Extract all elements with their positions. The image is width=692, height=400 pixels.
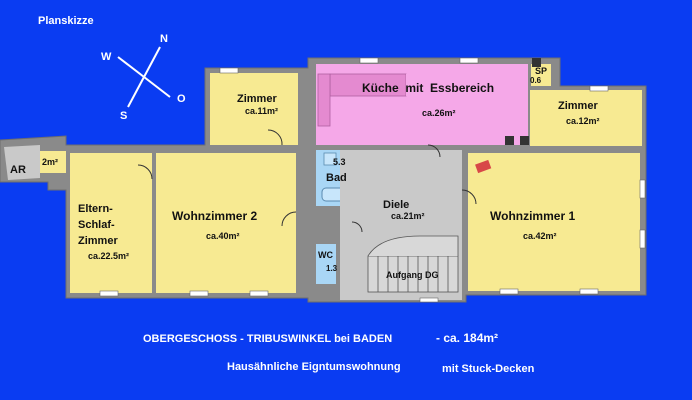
caption-line2a: Hausähnliche Eigntumswohnung xyxy=(227,361,401,373)
label-wohn2: Wohnzimmer 2 xyxy=(172,209,258,223)
label-sp-area: 0.6 xyxy=(530,76,542,85)
room-wohn1 xyxy=(468,153,640,291)
label-zimmer-right-area: ca.12m² xyxy=(566,116,600,126)
room-zimmer-right xyxy=(530,90,642,146)
label-wohn1: Wohnzimmer 1 xyxy=(490,209,576,223)
compass-rose xyxy=(117,46,171,108)
caption-line1: OBERGESCHOSS - TRIBUSWINKEL bei BADEN xyxy=(143,333,393,345)
caption-total: - ca. 184m² xyxy=(436,331,499,345)
label-diele: Diele xyxy=(383,199,410,211)
label-eltern-1: Eltern- xyxy=(78,203,113,215)
room-zimmer-left xyxy=(210,73,298,145)
label-wohn1-area: ca.42m² xyxy=(523,231,557,241)
label-wc-area: 1.3 xyxy=(326,264,338,273)
label-diele-area: ca.21m² xyxy=(391,211,425,221)
label-aufgang: Aufgang DG xyxy=(386,270,439,280)
label-zimmer-left: Zimmer xyxy=(237,93,277,105)
label-bad-area: 5.3 xyxy=(333,157,346,167)
label-wohn2-area: ca.40m² xyxy=(206,231,240,241)
room-storage xyxy=(40,151,66,173)
label-bad: Bad xyxy=(326,172,347,184)
label-zimmer-left-area: ca.11m² xyxy=(245,106,279,116)
room-sp xyxy=(531,64,551,86)
label-eltern-2: Schlaf- xyxy=(78,219,115,231)
room-ar xyxy=(4,145,40,180)
compass-east: O xyxy=(177,93,186,105)
label-kueche-area: ca.26m² xyxy=(422,108,456,118)
compass-south: S xyxy=(120,110,128,122)
label-wc: WC xyxy=(318,250,333,260)
room-wc xyxy=(316,244,336,284)
label-sp: SP xyxy=(535,66,548,76)
label-kueche: Küche mit Essbereich xyxy=(362,81,495,95)
compass-north: N xyxy=(160,33,168,45)
label-ar: AR xyxy=(10,164,26,176)
staircase xyxy=(367,235,459,293)
room-eltern xyxy=(70,153,152,293)
label-eltern-3: Zimmer xyxy=(78,235,118,247)
compass-west: W xyxy=(101,51,112,63)
plan-title: Planskizze xyxy=(38,15,94,27)
label-eltern-area: ca.22.5m² xyxy=(88,251,130,261)
caption-line2b: mit Stuck-Decken xyxy=(442,363,535,375)
label-zimmer-right: Zimmer xyxy=(558,100,598,112)
label-storage-area: 2m² xyxy=(42,157,59,167)
room-wohn2 xyxy=(156,153,296,293)
